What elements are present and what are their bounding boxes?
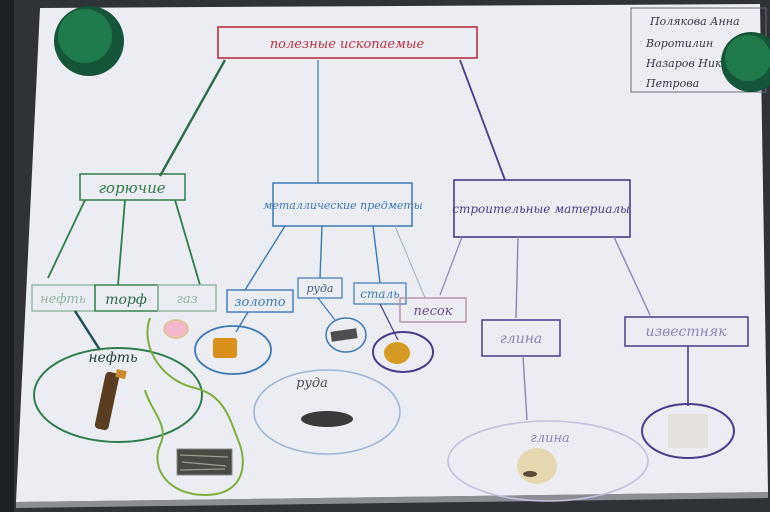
connector-cat2-item1	[244, 225, 286, 291]
connector-gold-sample	[235, 311, 249, 333]
connector-cat2-item2	[319, 225, 323, 279]
item-box-3-3	[624, 316, 749, 347]
title-text: полезные ископаемые	[270, 37, 425, 52]
sample-outline-peat	[144, 317, 244, 497]
connector-cat3-item1	[439, 236, 463, 296]
category-label-1: горючие	[98, 179, 165, 197]
connector-cat3-item2	[515, 236, 519, 319]
sample-circle-limestone	[641, 403, 735, 459]
board-edge-left	[0, 0, 14, 512]
sample-circle-oil	[33, 347, 203, 443]
sample-label-clay: глина	[530, 431, 570, 446]
item-label-3-1: песок	[414, 304, 453, 319]
sample-circle-gold	[194, 325, 272, 375]
category-box-1	[79, 173, 186, 201]
connector-ore-sample	[317, 297, 336, 321]
connector-clay-sample	[522, 355, 528, 421]
sample-circle-clay	[447, 420, 649, 502]
peat-sample-texture	[179, 454, 229, 471]
item-label-2-3: сталь	[360, 287, 399, 301]
connector-oil-sample	[73, 310, 102, 351]
connector-title-cat1	[158, 59, 227, 177]
item-box-3-1	[399, 297, 467, 323]
connector-cat1-item1	[47, 199, 86, 279]
sample-label-oil: нефть	[88, 350, 137, 366]
title-box	[217, 26, 478, 59]
item-box-3-2	[481, 319, 561, 357]
sample-circle-sand	[372, 331, 434, 373]
sand-sample-image	[384, 342, 410, 364]
connector-cat3-item3	[613, 236, 651, 316]
category-label-2: металлические предметы	[263, 199, 423, 212]
oil-tube-image	[94, 371, 120, 431]
magnet-left-highlight	[58, 9, 112, 63]
item-label-3-3: известняк	[645, 324, 727, 340]
connector-cat1-item2	[117, 199, 126, 286]
item-label-1-1: нефть	[40, 292, 86, 307]
limestone-sample-image	[668, 414, 708, 448]
magnet-right-highlight	[725, 35, 770, 81]
ore-sample-image	[301, 411, 353, 427]
category-label-3: строительные материалы	[452, 202, 630, 216]
item-label-2-2: руда	[307, 282, 334, 295]
author-3: Назаров Ник	[645, 57, 722, 70]
item-label-2-1: золото	[234, 295, 285, 310]
item-label-1-2: торф	[105, 292, 147, 308]
item-label-1-3: газ	[176, 292, 197, 307]
item-label-3-2: глина	[500, 331, 543, 347]
clay-sample-speck	[523, 471, 537, 477]
item-box-2-1	[226, 289, 294, 313]
sample-circle-ore	[253, 369, 401, 455]
ore-sample-small-image	[330, 328, 358, 342]
paper-sheet	[16, 4, 768, 502]
connector-cat2-item3	[372, 225, 381, 284]
connector-cat2-faint	[394, 225, 426, 299]
category-box-3	[453, 179, 631, 238]
gas-sample-dot	[163, 319, 189, 339]
connector-cat1-item3	[174, 199, 201, 286]
author-2: Воротилин	[645, 37, 713, 50]
author-4: Петрова	[645, 77, 699, 90]
paper-shadow	[16, 492, 768, 508]
item-box-1-3	[157, 284, 217, 312]
sample-label-ore: руда	[296, 376, 328, 391]
connector-steel-sand	[379, 303, 399, 341]
connector-title-cat3	[459, 59, 506, 181]
author-1: Полякова Анна	[649, 15, 740, 28]
oil-tube-cap	[115, 369, 127, 379]
gold-sample-image	[213, 338, 237, 358]
clay-sample-image	[517, 448, 557, 484]
sample-circle-ore-small	[325, 317, 367, 353]
category-box-2	[272, 182, 413, 227]
item-box-2-2	[297, 277, 343, 299]
